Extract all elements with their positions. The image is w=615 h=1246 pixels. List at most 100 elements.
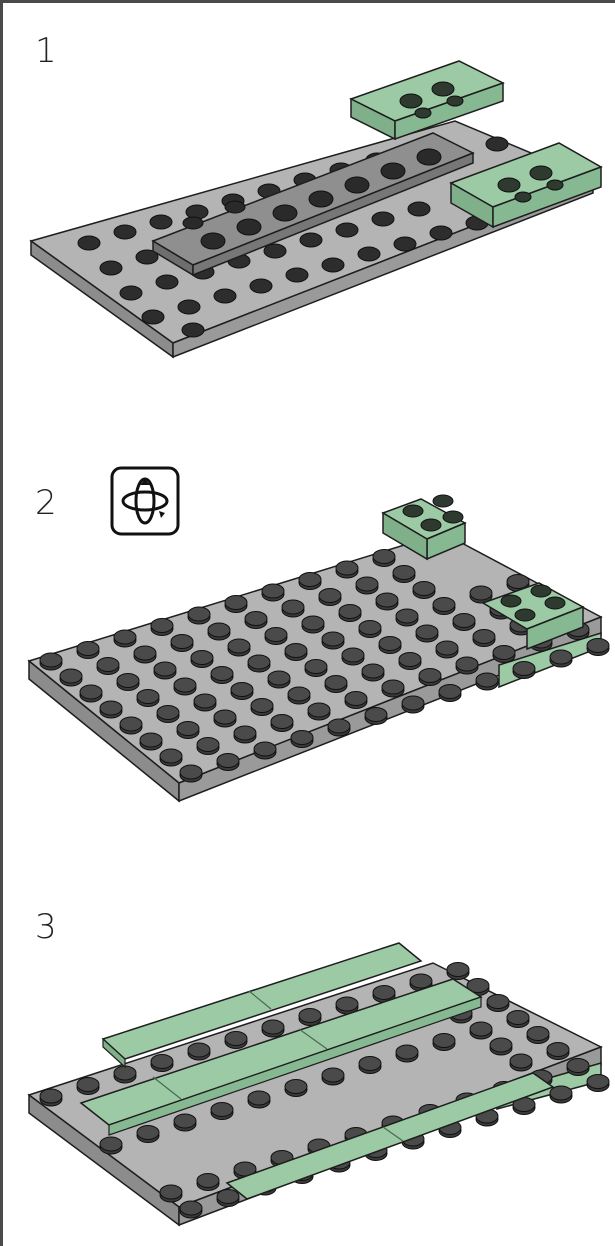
stud-top [248,1091,270,1105]
stud-top [470,586,492,600]
stud-top [339,605,361,619]
stud-top [217,1190,239,1204]
step-1-illustration [3,43,615,423]
stud-top [433,598,455,612]
stud-top [97,658,119,672]
stud-top [288,687,310,701]
stud-top [114,1066,136,1080]
stud-top [197,1174,219,1188]
stud-top [265,628,287,642]
stud-top [493,646,515,660]
stud-top [379,637,401,651]
stud-top [299,1009,321,1023]
stud-top [157,706,179,720]
stud-top [151,619,173,633]
stud-top [151,1055,173,1069]
stud-top [436,641,458,655]
stud-top [345,692,367,706]
stud-top [328,719,350,733]
stud-top [40,1089,62,1103]
stud-top [550,1086,572,1100]
stud-top [137,1126,159,1140]
stud-top [262,1020,284,1034]
stud-top [419,669,441,683]
stud-top [268,671,290,685]
stud-top [507,1011,529,1025]
stud-top [336,561,358,575]
step-3-illustration [3,913,615,1233]
stud-top [513,662,535,676]
stud-top [174,678,196,692]
stud-top [80,685,102,699]
stud-top [396,609,418,623]
stud-top [225,1032,247,1046]
stud-top [507,575,529,589]
stud-top [456,657,478,671]
stud-top [211,667,233,681]
stud-top [188,1043,210,1057]
stud-top [473,630,495,644]
stud-top [359,1057,381,1071]
stud-top [160,1185,182,1199]
stud-top [336,997,358,1011]
stud-top [217,754,239,768]
stud-top [171,635,193,649]
stud-top [453,614,475,628]
stud-top [225,596,247,610]
stud-top [322,632,344,646]
stud-top [248,655,270,669]
stud-top [291,731,313,745]
stud-top [134,646,156,660]
stud-top [476,673,498,687]
stud-top [319,589,341,603]
stud-top [211,1103,233,1117]
stud-top [114,630,136,644]
stud-top [510,1054,532,1068]
stud-top [322,1068,344,1082]
stud-top [365,708,387,722]
stud-top [120,717,142,731]
stud-top [100,701,122,715]
stud-top [285,1080,307,1094]
stud-top [373,550,395,564]
stud-top [439,685,461,699]
stud-top [299,573,321,587]
stud-top [325,676,347,690]
stud-top [487,995,509,1009]
stud-top [251,699,273,713]
stud-top [305,660,327,674]
stud-top [410,974,432,988]
stud-top [234,726,256,740]
step-2-illustration [3,493,615,813]
stud-top [382,680,404,694]
stud-top [402,696,424,710]
stud-top [262,584,284,598]
stud-top [302,616,324,630]
stud-top [174,1114,196,1128]
stud-top [160,749,182,763]
stud-top [77,642,99,656]
stud-top [285,644,307,658]
stud-top [373,986,395,1000]
stud-top [214,710,236,724]
stud-top [137,690,159,704]
stud-top [140,733,162,747]
stud-top [567,1059,589,1073]
stud-top [191,651,213,665]
stud-top [470,1022,492,1036]
stud-top [197,738,219,752]
stud-top [447,963,469,977]
stud-top [228,639,250,653]
stud-top [396,1045,418,1059]
stud-top [177,722,199,736]
stud-top [342,648,364,662]
stud-top [376,593,398,607]
stud-top [399,653,421,667]
stud-top [416,625,438,639]
stud-top [188,607,210,621]
stud-top [231,683,253,697]
stud-top [180,765,202,779]
stud-top [245,612,267,626]
stud-top [100,1137,122,1151]
